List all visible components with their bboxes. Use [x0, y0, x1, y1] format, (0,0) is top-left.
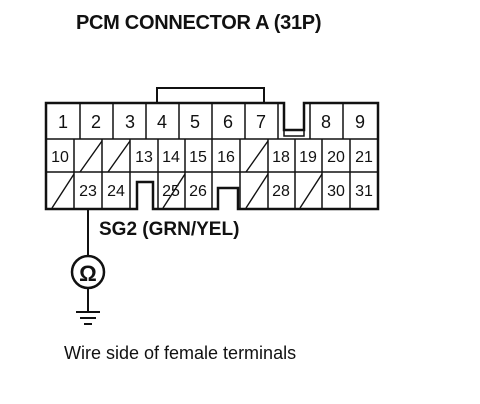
- ohmmeter-icon: Ω: [70, 254, 106, 290]
- row-2-terminals: 10 13 14 15 16 18 19 20 21: [51, 149, 373, 166]
- terminal-16: 16: [217, 149, 235, 166]
- row-2-dividers: [73, 139, 351, 172]
- connector-key-notch: [283, 103, 305, 137]
- terminal-9: 9: [355, 112, 365, 132]
- connector-lock-tab: [156, 87, 265, 103]
- ohm-symbol: Ω: [79, 261, 97, 286]
- terminal-25: 25: [162, 183, 180, 200]
- terminal-15: 15: [189, 149, 207, 166]
- terminal-10: 10: [51, 149, 69, 166]
- terminal-30: 30: [327, 183, 345, 200]
- ground-icon: [76, 311, 100, 325]
- terminal-14: 14: [162, 149, 180, 166]
- terminal-19: 19: [299, 149, 317, 166]
- terminal-5: 5: [190, 112, 200, 132]
- terminal-28: 28: [272, 183, 290, 200]
- diagram-title: PCM CONNECTOR A (31P): [76, 12, 322, 34]
- terminal-24: 24: [107, 183, 125, 200]
- terminal-13: 13: [135, 149, 153, 166]
- connector-housing: [44, 101, 380, 211]
- terminal-23: 23: [79, 183, 97, 200]
- empty-cavity-slashes: [51, 140, 323, 209]
- terminal-4: 4: [157, 112, 167, 132]
- view-caption: Wire side of female terminals: [64, 343, 297, 363]
- row-3-terminals: 23 24 25 26 28 30 31: [79, 183, 373, 200]
- terminal-20: 20: [327, 149, 345, 166]
- terminal-21: 21: [355, 149, 373, 166]
- terminal-26: 26: [189, 183, 207, 200]
- terminal-8: 8: [321, 112, 331, 132]
- terminal-1: 1: [58, 112, 68, 132]
- row-1-terminals: 1 2 3 4 5 6 7 8 9: [58, 112, 365, 132]
- terminal-31: 31: [355, 183, 373, 200]
- terminal-7: 7: [256, 112, 266, 132]
- terminal-6: 6: [223, 112, 233, 132]
- row-1-dividers: [79, 103, 344, 139]
- row-3-dividers: [73, 172, 351, 209]
- terminal-18: 18: [272, 149, 290, 166]
- terminal-3: 3: [125, 112, 135, 132]
- signal-wire-label: SG2 (GRN/YEL): [99, 219, 240, 240]
- terminal-2: 2: [91, 112, 101, 132]
